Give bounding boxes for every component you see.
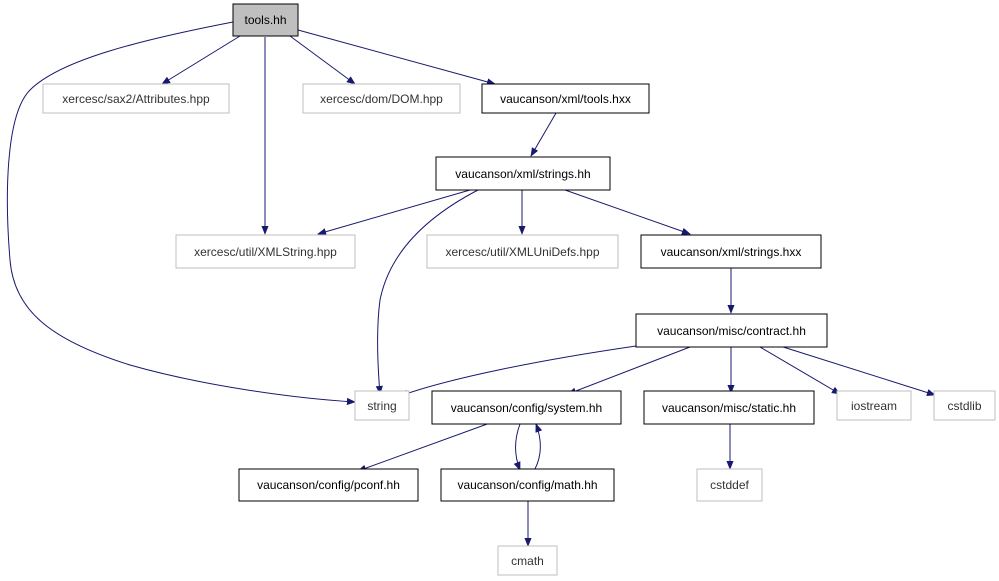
edge-tools-hh-to-string — [6, 21, 356, 406]
node-strings-hh[interactable]: vaucanson/xml/strings.hh — [435, 156, 611, 191]
edge-tools-hxx-to-strings-hh — [530, 112, 557, 157]
svg-text:xercesc/util/XMLString.hpp: xercesc/util/XMLString.hpp — [194, 245, 337, 259]
edge-contract-to-iostream — [759, 346, 841, 395]
svg-text:vaucanson/misc/contract.hh: vaucanson/misc/contract.hh — [657, 324, 806, 338]
svg-text:xercesc/sax2/Attributes.hpp: xercesc/sax2/Attributes.hpp — [62, 92, 210, 106]
svg-text:xercesc/dom/DOM.hpp: xercesc/dom/DOM.hpp — [320, 92, 443, 106]
edge-math-to-system — [534, 423, 543, 470]
svg-text:vaucanson/config/system.hh: vaucanson/config/system.hh — [451, 401, 602, 415]
node-tools-hh[interactable]: tools.hh — [232, 3, 299, 37]
edge-system-to-math — [513, 423, 521, 471]
node-xmlstring-hpp[interactable]: xercesc/util/XMLString.hpp — [175, 234, 356, 269]
svg-text:xercesc/util/XMLUniDefs.hpp: xercesc/util/XMLUniDefs.hpp — [445, 245, 599, 259]
svg-text:cstddef: cstddef — [710, 478, 749, 492]
node-strings-hxx[interactable]: vaucanson/xml/strings.hxx — [640, 234, 822, 269]
node-iostream[interactable]: iostream — [836, 390, 912, 421]
edge-strings-hh-to-string — [375, 189, 479, 395]
node-cmath[interactable]: cmath — [497, 545, 558, 576]
edge-tools-hh-to-dom — [289, 35, 356, 85]
edge-strings-hh-to-strings-hxx — [564, 189, 691, 235]
node-cstddef[interactable]: cstddef — [696, 468, 763, 502]
node-tools-hxx[interactable]: vaucanson/xml/tools.hxx — [481, 83, 650, 114]
node-pconf-hh[interactable]: vaucanson/config/pconf.hh — [238, 468, 419, 502]
edge-contract-to-string — [399, 345, 637, 397]
svg-text:vaucanson/config/pconf.hh: vaucanson/config/pconf.hh — [257, 478, 400, 492]
node-string[interactable]: string — [354, 390, 410, 421]
edge-contract-to-system — [567, 346, 691, 395]
svg-text:vaucanson/xml/strings.hh: vaucanson/xml/strings.hh — [455, 167, 590, 181]
edge-strings-hh-to-xmlstring — [317, 189, 471, 236]
node-math-hh[interactable]: vaucanson/config/math.hh — [440, 468, 615, 502]
svg-text:vaucanson/misc/static.hh: vaucanson/misc/static.hh — [662, 401, 796, 415]
node-attributes-hpp[interactable]: xercesc/sax2/Attributes.hpp — [42, 83, 230, 114]
svg-text:string: string — [367, 399, 396, 413]
node-dom-hpp[interactable]: xercesc/dom/DOM.hpp — [302, 83, 461, 114]
svg-text:vaucanson/xml/tools.hxx: vaucanson/xml/tools.hxx — [500, 92, 631, 106]
edge-tools-hh-to-attributes — [161, 35, 241, 85]
node-xmlunidefs-hpp[interactable]: xercesc/util/XMLUniDefs.hpp — [426, 234, 619, 269]
svg-text:vaucanson/config/math.hh: vaucanson/config/math.hh — [457, 478, 597, 492]
edge-contract-to-cstdlib — [779, 345, 936, 396]
svg-text:cmath: cmath — [511, 554, 544, 568]
node-contract-hh[interactable]: vaucanson/misc/contract.hh — [635, 313, 828, 348]
edge-tools-hh-to-tools-hxx — [297, 29, 496, 86]
svg-text:cstdlib: cstdlib — [947, 399, 981, 413]
edge-system-to-pconf — [357, 422, 491, 472]
svg-text:vaucanson/xml/strings.hxx: vaucanson/xml/strings.hxx — [661, 245, 802, 259]
svg-text:iostream: iostream — [851, 399, 897, 413]
node-cstdlib[interactable]: cstdlib — [933, 390, 996, 421]
node-static-hh[interactable]: vaucanson/misc/static.hh — [643, 390, 815, 425]
node-system-hh[interactable]: vaucanson/config/system.hh — [431, 390, 622, 425]
svg-text:tools.hh: tools.hh — [244, 13, 286, 27]
